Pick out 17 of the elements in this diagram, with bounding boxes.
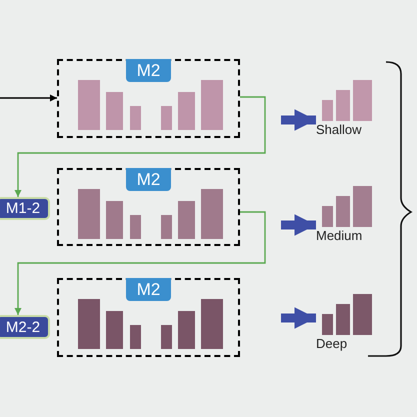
dashed-frame [57,59,240,138]
depth-label: Deep [316,337,348,350]
model-badge: M2-2 [0,315,50,339]
arrow [14,211,266,315]
arrow [14,96,266,197]
depth-label: Shallow [316,123,362,136]
arrow [0,94,57,102]
model-badge: M1-2 [0,197,50,220]
dashed-frame [57,168,240,246]
depth-label: Medium [316,229,362,242]
block-arrow [281,307,316,329]
block-arrow [281,214,316,236]
model-badge: M2 [126,168,171,191]
dashed-frame [57,278,240,357]
model-badge: M2 [126,59,171,82]
block-arrow [281,109,316,131]
model-badge: M2 [126,278,171,301]
